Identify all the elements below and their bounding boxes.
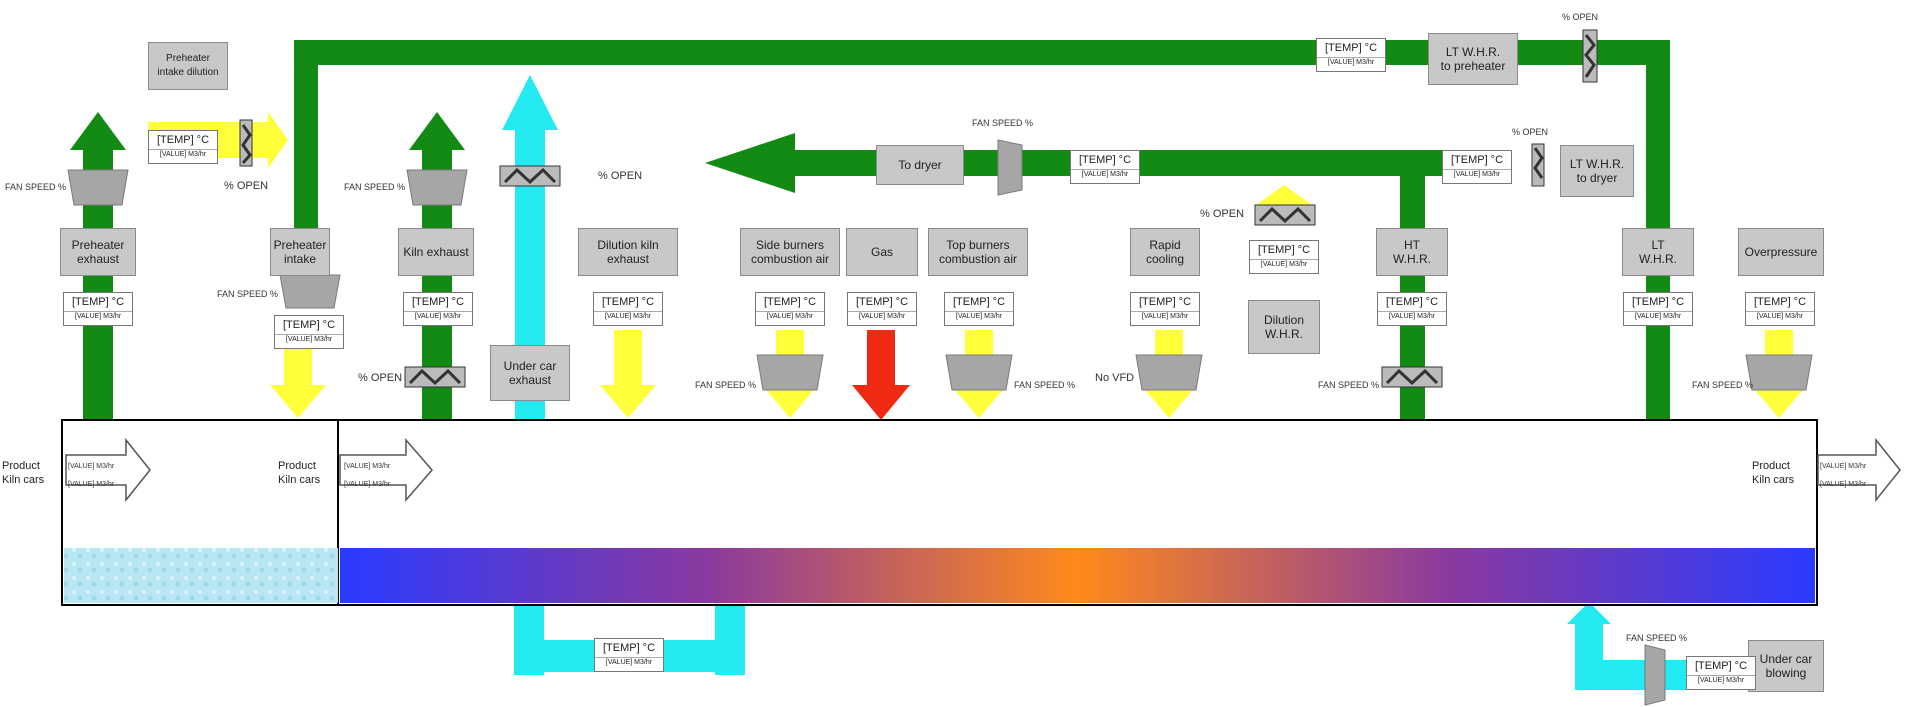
pct-open-label: % OPEN [358, 372, 403, 384]
box-kiln-exhaust: Kiln exhaust [398, 228, 474, 276]
readout-side-burners: [TEMP] °C[VALUE] M3/hr [755, 292, 825, 326]
box-preheater-intake: Preheater intake [270, 228, 330, 276]
readout-lt-whr: [TEMP] °C[VALUE] M3/hr [1623, 292, 1693, 326]
readout-top-duct: [TEMP] °C[VALUE] M3/hr [1316, 38, 1386, 72]
fan-speed-label: FAN SPEED % [972, 118, 1034, 128]
product-kiln-cars-label: Product Kiln cars [2, 460, 45, 486]
readout-preheater-intake-dilution: [TEMP] °C[VALUE] M3/hr [148, 130, 218, 164]
box-ht-whr: HT W.H.R. [1376, 228, 1448, 276]
product-kiln-cars-label: Product Kiln cars [278, 460, 321, 486]
product-kiln-cars-label: Product Kiln cars [1752, 460, 1795, 486]
fan-speed-label: FAN SPEED % [5, 182, 67, 192]
product-flow-value: [VALUE] M3/hr [344, 463, 391, 470]
readout-under-car-exhaust: [TEMP] °C[VALUE] M3/hr [594, 638, 664, 672]
readout-preheater-exhaust: [TEMP] °C[VALUE] M3/hr [63, 292, 133, 326]
fan-icons [67, 139, 1813, 706]
box-top-burners: Top burners combustion air [928, 228, 1028, 276]
readout-under-car-blowing: [TEMP] °C[VALUE] M3/hr [1686, 656, 1756, 690]
product-flow-arrows [65, 437, 1901, 503]
box-side-burners: Side burners combustion air [740, 228, 840, 276]
readout-dilution-kiln-exhaust: [TEMP] °C[VALUE] M3/hr [593, 292, 663, 326]
to-dryer-arrow [705, 133, 795, 193]
pct-open-label: % OPEN [1512, 127, 1549, 137]
box-under-car-exhaust: Under car exhaust [490, 345, 570, 401]
box-lt-whr-to-preheater: LT W.H.R. to preheater [1428, 33, 1518, 85]
fan-speed-label: FAN SPEED % [1692, 380, 1754, 390]
pct-open-label: % OPEN [598, 170, 643, 182]
no-vfd-label: No VFD [1095, 372, 1135, 384]
pct-open-label: % OPEN [224, 180, 269, 192]
product-flow-value: [VALUE] M3/hr [1820, 463, 1867, 470]
pct-open-label: % OPEN [1562, 12, 1599, 22]
readout-overpressure: [TEMP] °C[VALUE] M3/hr [1745, 292, 1815, 326]
damper-icons [239, 29, 1598, 388]
fan-speed-label: FAN SPEED % [1626, 633, 1688, 643]
readout-gas: [TEMP] °C[VALUE] M3/hr [847, 292, 917, 326]
box-gas: Gas [846, 228, 918, 276]
product-flow-value: [VALUE] M3/hr [344, 481, 391, 488]
box-under-car-blowing: Under car blowing [1748, 640, 1824, 692]
fan-speed-label: FAN SPEED % [344, 182, 406, 192]
fan-speed-label: FAN SPEED % [695, 380, 757, 390]
product-flow-value: [VALUE] M3/hr [68, 463, 115, 470]
readout-top-burners: [TEMP] °C[VALUE] M3/hr [944, 292, 1014, 326]
readout-rapid-cooling: [TEMP] °C[VALUE] M3/hr [1130, 292, 1200, 326]
under-car-exhaust-arrow [502, 75, 558, 130]
fan-speed-label: FAN SPEED % [217, 289, 279, 299]
readout-kiln-exhaust: [TEMP] °C[VALUE] M3/hr [403, 292, 473, 326]
readout-ht-whr-branch: [TEMP] °C[VALUE] M3/hr [1442, 150, 1512, 184]
box-rapid-cooling: Rapid cooling [1130, 228, 1200, 276]
box-to-dryer: To dryer [876, 145, 964, 185]
readout-ht-whr: [TEMP] °C[VALUE] M3/hr [1377, 292, 1447, 326]
pct-open-label: % OPEN [1200, 208, 1245, 220]
preheater-exhaust-arrow [70, 112, 126, 150]
box-preheater-intake-dilution: Preheater intake dilution [148, 42, 228, 90]
box-preheater-exhaust: Preheater exhaust [60, 228, 136, 276]
readout-to-dryer: [TEMP] °C[VALUE] M3/hr [1070, 150, 1140, 184]
kiln-temperature-gradient [340, 548, 1815, 603]
product-flow-value: [VALUE] M3/hr [1820, 481, 1867, 488]
box-dilution-kiln-exhaust: Dilution kiln exhaust [578, 228, 678, 276]
under-car-blowing-arrow [1567, 602, 1611, 624]
readout-dilution-whr: [TEMP] °C[VALUE] M3/hr [1249, 240, 1319, 274]
box-dilution-whr: Dilution W.H.R. [1248, 300, 1320, 354]
box-overpressure: Overpressure [1738, 228, 1824, 276]
preheater-intake-duct [294, 40, 318, 250]
box-lt-whr: LT W.H.R. [1622, 228, 1694, 276]
fan-speed-label: FAN SPEED % [1318, 380, 1380, 390]
readout-preheater-intake: [TEMP] °C[VALUE] M3/hr [274, 315, 344, 349]
gas-arrow [852, 330, 910, 420]
kiln-exhaust-arrow [409, 112, 465, 150]
fan-speed-label: FAN SPEED % [1014, 380, 1076, 390]
product-flow-value: [VALUE] M3/hr [68, 481, 115, 488]
preheater-water-zone [64, 548, 338, 603]
box-lt-whr-to-dryer: LT W.H.R. to dryer [1560, 145, 1634, 197]
